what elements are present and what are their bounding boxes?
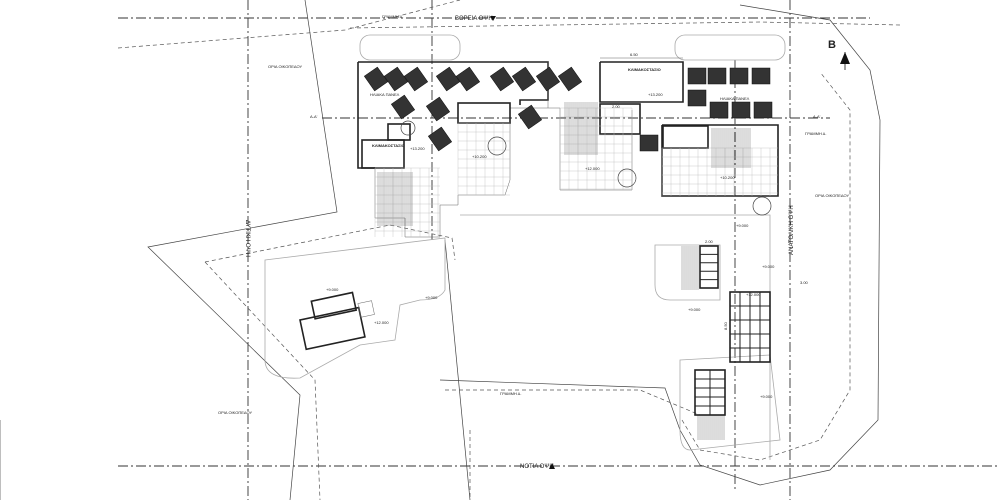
solar-panel (383, 66, 409, 92)
dimensions: 6.50 2.00 2.00 3.00 8.50 (600, 52, 809, 330)
building-line-label: ΓΡΑΜΜΗ Δ. (500, 391, 521, 396)
dimension-label: 3.00 (800, 280, 809, 285)
solar-panel (729, 67, 749, 85)
plot-boundary-label: ΟΡΙΑ ΟΙΚΟΠΕΔΟΥ (815, 193, 849, 198)
solar-panel (753, 101, 773, 119)
level-mark: +12.000 (585, 166, 600, 171)
solar-panel (435, 66, 461, 92)
dimension-label: 8.50 (723, 321, 728, 330)
solar-panel (731, 101, 751, 119)
dimension-label: 2.00 (612, 104, 621, 109)
level-mark: +9.000 (326, 287, 339, 292)
solar-panel (687, 89, 707, 107)
solar-panel (425, 96, 451, 122)
south-elevation-label: ΝΟΤΙΑ ΟΨΗ (520, 464, 554, 470)
pergolas (299, 245, 771, 416)
solar-panel (687, 67, 707, 85)
level-mark: +10.200 (720, 175, 735, 180)
solar-panel (707, 67, 727, 85)
level-mark: +9.000 (425, 295, 438, 300)
section-label: A-A' (310, 114, 318, 119)
solar-panel (709, 101, 729, 119)
plot-boundary-label: ΟΡΙΑ ΟΙΚΟΠΕΔΟΥ (218, 410, 252, 415)
north-arrow-label: B (828, 39, 836, 51)
solar-panel (751, 67, 771, 85)
landscape-areas (264, 34, 786, 460)
level-mark: +9.000 (688, 307, 701, 312)
level-mark: +12.000 (746, 292, 761, 297)
planters (400, 120, 772, 216)
level-mark: +9.000 (762, 264, 775, 269)
level-mark: +13.200 (410, 146, 425, 151)
south-marker-icon (549, 463, 555, 469)
stairwell-label: ΚΛΙΜΑΚΟΣΤΑΣΙΟ (628, 67, 661, 72)
stairs (377, 102, 751, 440)
solar-panel (363, 66, 389, 92)
level-mark: +9.000 (736, 223, 749, 228)
solar-panels-label: ΗΛΙΑΚΑ ΠΑΝΕΛ (370, 92, 400, 97)
solar-panels-label: ΗΛΙΑΚΑ ΠΑΝΕΛ (720, 96, 750, 101)
plot-boundary-label: ΟΡΙΑ ΟΙΚΟΠΕΔΟΥ (268, 64, 302, 69)
east-elevation-label: ΑΝΑΤΟΛΙΚΗ ΟΨΗ (789, 205, 795, 255)
level-mark: +10.200 (472, 154, 487, 159)
solar-panel (403, 66, 429, 92)
plot-boundary (0, 0, 901, 500)
solar-panel (427, 126, 453, 152)
level-mark: +9.000 (760, 394, 773, 399)
level-mark: +12.000 (374, 320, 389, 325)
level-mark: +13.200 (648, 92, 663, 97)
solar-panel (489, 66, 515, 92)
solar-panel (535, 66, 561, 92)
solar-panel (639, 134, 659, 152)
section-label: A-A' (813, 114, 821, 119)
north-arrow-icon (840, 52, 850, 70)
terrace-tiles (374, 107, 778, 237)
solar-panel (511, 66, 537, 92)
solar-panel (390, 94, 416, 120)
dimension-label: 6.50 (630, 52, 639, 57)
north-marker-icon (490, 16, 496, 21)
solar-panel (557, 66, 583, 92)
dimension-label: 2.00 (705, 239, 714, 244)
stairwell-label: ΚΛΙΜΑΚΟΣΤΑΣΙΟ (372, 143, 405, 148)
north-elevation-label: ΒΟΡΕΙΑ ΟΨΗ (455, 16, 493, 22)
west-elevation-label: ΔΥΤΙΚΗ ΟΨΗ (244, 220, 250, 257)
level-marks: +13.200 +13.200 +10.200 +12.000 +10.200 … (326, 92, 775, 399)
building-line-label: ΓΡΑΜΜΗ Δ. (382, 14, 403, 19)
building-line-label: ΓΡΑΜΜΗ Δ. (805, 131, 826, 136)
solar-panel (455, 66, 481, 92)
solar-panels (363, 66, 773, 152)
solar-panel (517, 104, 543, 130)
